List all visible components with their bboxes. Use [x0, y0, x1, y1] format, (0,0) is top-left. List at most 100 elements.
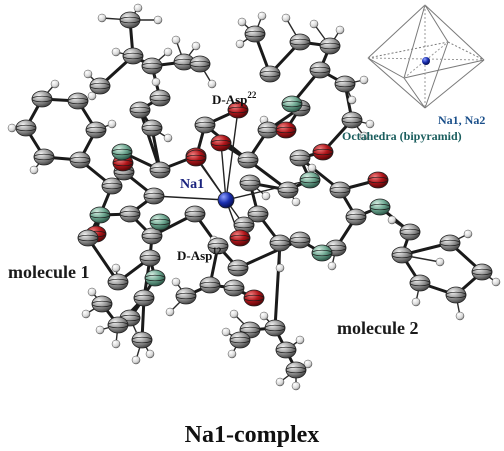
hydrogen-atom: [455, 311, 465, 321]
oxygen-atom: [367, 171, 389, 189]
thermal-ellipsoid-band: [334, 80, 356, 88]
thermal-ellipsoid-band: [139, 254, 161, 262]
na-coordination-bond: [220, 142, 227, 201]
label-d-asp-22: D-Asp22: [212, 90, 257, 107]
hydrogen-atom: [165, 307, 175, 317]
carbon-atom: [77, 229, 99, 247]
hydrogen-atom: [207, 79, 217, 89]
carbon-atom: [139, 249, 161, 267]
thermal-ellipsoid-band: [445, 291, 467, 299]
thermal-ellipsoid-band: [259, 70, 281, 78]
thermal-ellipsoid-band: [122, 52, 144, 60]
carbon-atom: [391, 246, 413, 264]
carbon-atom: [141, 119, 163, 137]
carbon-atom: [85, 121, 107, 139]
thermal-ellipsoid-band: [311, 249, 333, 257]
hydrogen-atom: [309, 19, 319, 29]
label-d-asp-12: D-Asp12: [177, 246, 222, 263]
thermal-ellipsoid-band: [285, 366, 307, 374]
nitrogen-atom: [149, 213, 171, 231]
thermal-ellipsoid-band: [89, 211, 111, 219]
thermal-ellipsoid-band: [107, 278, 129, 286]
thermal-ellipsoid-band: [149, 218, 171, 226]
thermal-ellipsoid-band: [309, 66, 331, 74]
carbon-atom: [69, 151, 91, 169]
inset-label-na-sites: Na1, Na2: [438, 113, 485, 127]
thermal-ellipsoid-band: [289, 154, 311, 162]
thermal-ellipsoid-band: [107, 321, 129, 329]
carbon-atom: [107, 273, 129, 291]
hydrogen-atom: [295, 335, 305, 345]
thermal-ellipsoid-band: [119, 16, 141, 24]
nitrogen-atom: [281, 95, 303, 113]
hydrogen-atom: [275, 377, 285, 387]
hydrogen-atom: [275, 263, 285, 273]
thermal-ellipsoid-band: [229, 336, 251, 344]
carbon-atom: [244, 25, 266, 43]
hydrogen-atom: [235, 39, 245, 49]
oxygen-atom: [243, 289, 265, 307]
hydrogen-atom: [153, 15, 163, 25]
thermal-ellipsoid-band: [275, 346, 297, 354]
carbon-atom: [309, 61, 331, 79]
hydrogen-atom: [463, 229, 473, 239]
carbon-atom: [175, 287, 197, 305]
thermal-ellipsoid-band: [131, 336, 153, 344]
thermal-ellipsoid-band: [119, 210, 141, 218]
bond: [236, 238, 302, 270]
carbon-atom: [275, 341, 297, 359]
oxygen-atom: [185, 149, 207, 167]
thermal-ellipsoid-band: [243, 294, 265, 302]
thermal-ellipsoid-band: [144, 274, 166, 282]
carbon-atom: [289, 149, 311, 167]
hydrogen-atom: [81, 309, 91, 319]
carbon-atom: [334, 75, 356, 93]
thermal-ellipsoid-band: [345, 213, 367, 221]
carbon-atom: [141, 227, 163, 245]
hydrogen-atom: [307, 163, 317, 173]
carbon-atom: [119, 11, 141, 29]
carbon-atom: [89, 77, 111, 95]
carbon-atom: [141, 57, 163, 75]
label-molecule-1: molecule 1: [8, 262, 89, 282]
carbon-atom: [445, 286, 467, 304]
hydrogen-atom: [327, 261, 337, 271]
thermal-ellipsoid-band: [281, 100, 303, 108]
inset-label-octahedra: Octahedra (bipyramid): [342, 129, 462, 143]
hydrogen-atom: [133, 3, 143, 13]
thermal-ellipsoid-band: [143, 192, 165, 200]
hydrogen-atom: [87, 287, 97, 297]
thermal-ellipsoid-band: [275, 126, 297, 134]
carbon-atom: [184, 205, 206, 223]
hydrogen-atom: [163, 133, 173, 143]
carbon-atom: [239, 174, 261, 192]
thermal-ellipsoid-band: [369, 203, 391, 211]
thermal-ellipsoid-band: [341, 116, 363, 124]
nitrogen-atom: [144, 269, 166, 287]
thermal-ellipsoid-band: [237, 156, 259, 164]
carbon-atom: [471, 263, 493, 281]
carbon-atom: [329, 181, 351, 199]
carbon-atom: [319, 37, 341, 55]
carbon-atom: [131, 331, 153, 349]
carbon-atom: [119, 205, 141, 223]
carbon-atom: [399, 223, 421, 241]
atom-layer: [7, 3, 501, 391]
nitrogen-atom: [369, 198, 391, 216]
thermal-ellipsoid-band: [399, 228, 421, 236]
hydrogen-atom: [237, 17, 247, 27]
hydrogen-atom: [111, 339, 121, 349]
thermal-ellipsoid-band: [69, 156, 91, 164]
hydrogen-atom: [111, 47, 121, 57]
na-coordination-bond: [225, 109, 239, 201]
carbon-atom: [199, 276, 221, 294]
carbon-atom: [149, 161, 171, 179]
thermal-ellipsoid-band: [312, 148, 334, 156]
thermal-ellipsoid-band: [133, 294, 155, 302]
carbon-atom: [289, 231, 311, 249]
hydrogen-atom: [359, 75, 369, 85]
hydrogen-atom: [303, 359, 313, 369]
carbon-atom: [341, 111, 363, 129]
octahedron-center-sodium: [422, 57, 430, 65]
thermal-ellipsoid-band: [141, 232, 163, 240]
